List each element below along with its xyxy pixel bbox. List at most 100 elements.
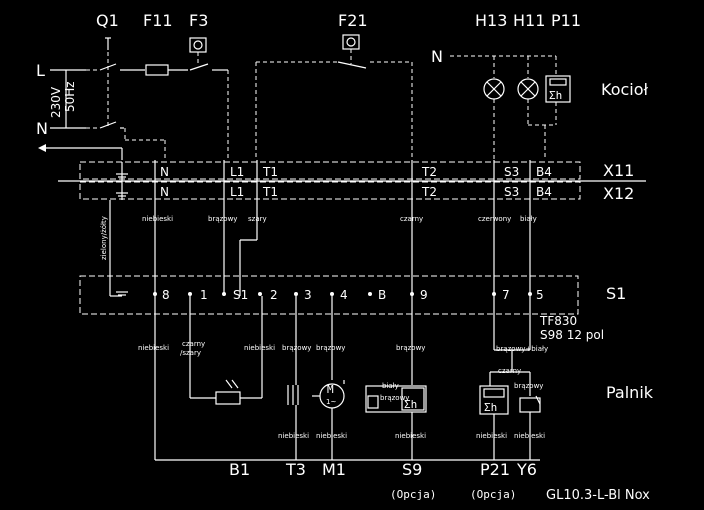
motor-phase-label: 1~ bbox=[326, 398, 336, 406]
dashed-verticals bbox=[124, 70, 229, 160]
svg-text:Σh: Σh bbox=[549, 89, 562, 102]
s1-terminal-4: 4 bbox=[340, 288, 348, 302]
x12-terminal-l1: L1 bbox=[230, 185, 244, 199]
label-x12: X12 bbox=[603, 184, 634, 203]
model-code: GL10.3-L-Bl Nox bbox=[546, 488, 650, 503]
component-m1: M1 bbox=[322, 460, 346, 479]
wire-label-t1-a: czarny bbox=[182, 340, 205, 348]
fuse-f11-icon bbox=[145, 64, 169, 76]
component-y6: Y6 bbox=[516, 460, 537, 479]
bottom-label-t3: niebieski bbox=[278, 432, 309, 440]
s1-terminal-9: 9 bbox=[420, 288, 428, 302]
x11-terminal-n: N bbox=[160, 165, 169, 179]
terminal-strip-x11 bbox=[79, 161, 581, 180]
lamps: Σh bbox=[450, 55, 571, 160]
y6-brazowy-label: brązowy bbox=[514, 382, 543, 390]
x12-terminal-n: N bbox=[160, 185, 169, 199]
s1-terminal-3: 3 bbox=[304, 288, 312, 302]
wire-label-t1: szary bbox=[248, 215, 267, 223]
motor-m1-icon: M 1~ bbox=[312, 380, 345, 440]
x11-terminal-b4: B4 bbox=[536, 165, 552, 179]
s1-terminal-b: B bbox=[378, 288, 386, 302]
s1-terminal-2: 2 bbox=[270, 288, 278, 302]
component-t3: T3 bbox=[285, 460, 306, 479]
wire-label-ground: zielony/żółty bbox=[100, 216, 108, 260]
s9-module-icon: Σh biały brązowy bbox=[365, 382, 427, 440]
component-p21: P21 bbox=[480, 460, 510, 479]
x11-terminal-l1: L1 bbox=[230, 165, 244, 179]
label-kociol: Kocioł bbox=[601, 80, 649, 99]
counter-p11-icon bbox=[545, 75, 571, 103]
x11-terminal-s3: S3 bbox=[504, 165, 519, 179]
label-h11: H11 bbox=[513, 11, 545, 30]
s1-terminal-5: 5 bbox=[536, 288, 544, 302]
x12-terminal-t2: T2 bbox=[421, 185, 437, 199]
label-palnik: Palnik bbox=[606, 383, 654, 402]
wire-label-l1: brązowy bbox=[208, 215, 237, 223]
p21-module-icon: Σh czarny brązowy bbox=[479, 367, 543, 440]
socket-s1 bbox=[79, 275, 579, 315]
x12-terminal-s3: S3 bbox=[504, 185, 519, 199]
wire-label-t2: czarny bbox=[400, 215, 423, 223]
x11-terminal-t2: T2 bbox=[421, 165, 437, 179]
label-supply-l: L bbox=[36, 61, 45, 80]
wire-label-t1-b: /szary bbox=[180, 349, 201, 357]
wire-label-b4: biały bbox=[520, 215, 537, 223]
s1-terminal-s1: S1 bbox=[233, 288, 248, 302]
label-x11: X11 bbox=[603, 161, 634, 180]
s1-terminal-1: 1 bbox=[200, 288, 208, 302]
s1-terminal-7: 7 bbox=[502, 288, 510, 302]
s1-terminal-8: 8 bbox=[162, 288, 170, 302]
s1-terminals: 8 1 S1 2 3 4 B 9 7 5 bbox=[116, 288, 544, 302]
controller-socket: S98 12 pol bbox=[540, 328, 604, 342]
label-f11: F11 bbox=[143, 11, 173, 30]
x12-terminal-t1: T1 bbox=[262, 185, 278, 199]
wires-x12-to-s1 bbox=[109, 200, 531, 297]
photocell-b1-icon bbox=[215, 379, 241, 405]
label-supply-n: N bbox=[36, 119, 48, 138]
option-p21: (Opcja) bbox=[470, 488, 516, 501]
wire-label-t8: niebieski bbox=[138, 344, 169, 352]
label-n-right: N bbox=[431, 47, 443, 66]
supply-lines bbox=[50, 37, 145, 129]
wires-s1-down bbox=[154, 296, 531, 460]
bottom-label-m1: niebieski bbox=[316, 432, 347, 440]
wire-label-t4: brązowy bbox=[316, 344, 345, 352]
component-b1: B1 bbox=[229, 460, 250, 479]
thermostat-f21-icon bbox=[255, 34, 413, 160]
wire-label-t75: brązowy+biały bbox=[496, 345, 548, 353]
valve-y6-icon bbox=[519, 395, 541, 440]
wire-label-t3: brązowy bbox=[282, 344, 311, 352]
component-s9: S9 bbox=[402, 460, 422, 479]
label-s1: S1 bbox=[606, 284, 626, 303]
wire-label-t2: niebieski bbox=[244, 344, 275, 352]
x12-terminals: N L1 T1 T2 S3 B4 bbox=[160, 185, 552, 199]
neutral-bus bbox=[155, 440, 540, 461]
p21-czarny-label: czarny bbox=[498, 367, 521, 375]
terminal-strip-x12 bbox=[79, 181, 581, 200]
x11-terminals: N L1 T1 T2 S3 B4 bbox=[160, 165, 552, 179]
label-h13: H13 bbox=[475, 11, 507, 30]
label-p11: P11 bbox=[551, 11, 581, 30]
motor-m-label: M bbox=[327, 383, 334, 396]
svg-text:Σh: Σh bbox=[484, 401, 497, 414]
x12-terminal-b4: B4 bbox=[536, 185, 552, 199]
label-q1: Q1 bbox=[96, 11, 119, 30]
wire-label-s3: czerwony bbox=[478, 215, 511, 223]
s9-brazowy-label: brązowy bbox=[380, 394, 409, 402]
label-f21: F21 bbox=[338, 11, 368, 30]
label-frequency: 50Hz bbox=[63, 81, 77, 112]
label-f3: F3 bbox=[189, 11, 208, 30]
option-s9: (Opcja) bbox=[390, 488, 436, 501]
wire-label-t9: brązowy bbox=[396, 344, 425, 352]
ground-arrow-icon bbox=[38, 144, 123, 160]
x-strip-marks bbox=[116, 160, 531, 200]
label-voltage: 230V bbox=[49, 86, 63, 118]
x11-terminal-t1: T1 bbox=[262, 165, 278, 179]
svg-text:Σh: Σh bbox=[404, 398, 417, 411]
bottom-label-y6: niebieski bbox=[514, 432, 545, 440]
wire-label-n: niebieski bbox=[142, 215, 173, 223]
s9-bialy-label: biały bbox=[382, 382, 399, 390]
transformer-t3-icon bbox=[287, 380, 299, 440]
